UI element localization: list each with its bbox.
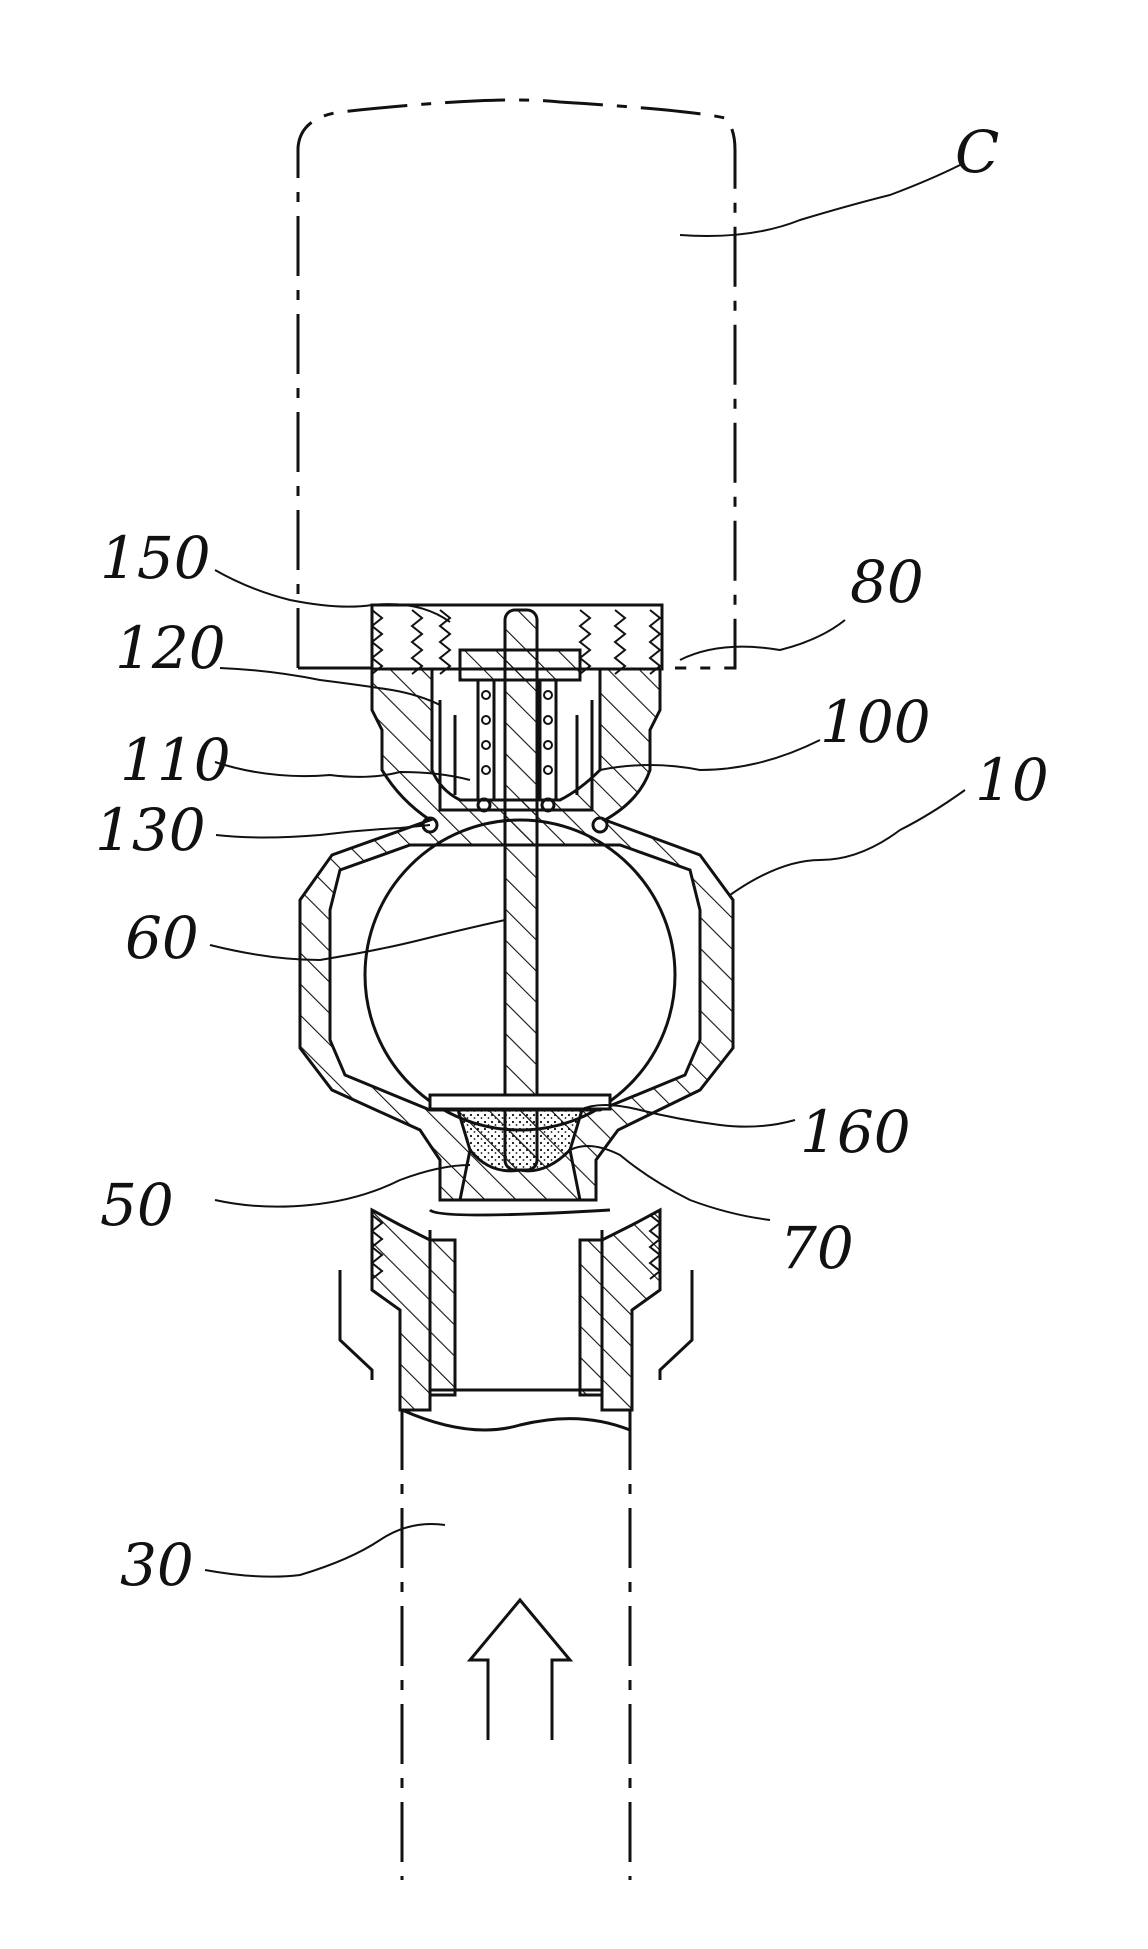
- filter-element: [428, 1093, 612, 1173]
- label-upper-spring: 120: [115, 614, 226, 682]
- pipe: [400, 1408, 632, 1880]
- label-lower-ring: 130: [95, 796, 206, 864]
- label-container: C: [955, 118, 999, 186]
- flow-arrow-up-icon: [466, 1597, 574, 1740]
- label-filter: 160: [800, 1098, 911, 1166]
- lower-union: [338, 1149, 694, 1412]
- label-pipe: 30: [120, 1531, 194, 1599]
- label-port: 50: [100, 1171, 174, 1239]
- label-guide: 110: [120, 726, 231, 794]
- label-seal-ring: 150: [100, 524, 211, 592]
- leader-lines: [204, 164, 966, 1578]
- label-valve-seat: 70: [780, 1214, 854, 1282]
- valve-body: [298, 666, 735, 1202]
- label-stem: 60: [125, 904, 199, 972]
- label-valve-body: 10: [975, 746, 1049, 814]
- label-cap: 80: [850, 548, 924, 616]
- label-inner-sleeve: 100: [820, 688, 931, 756]
- stem: [503, 608, 539, 1172]
- container-outline: [296, 98, 737, 670]
